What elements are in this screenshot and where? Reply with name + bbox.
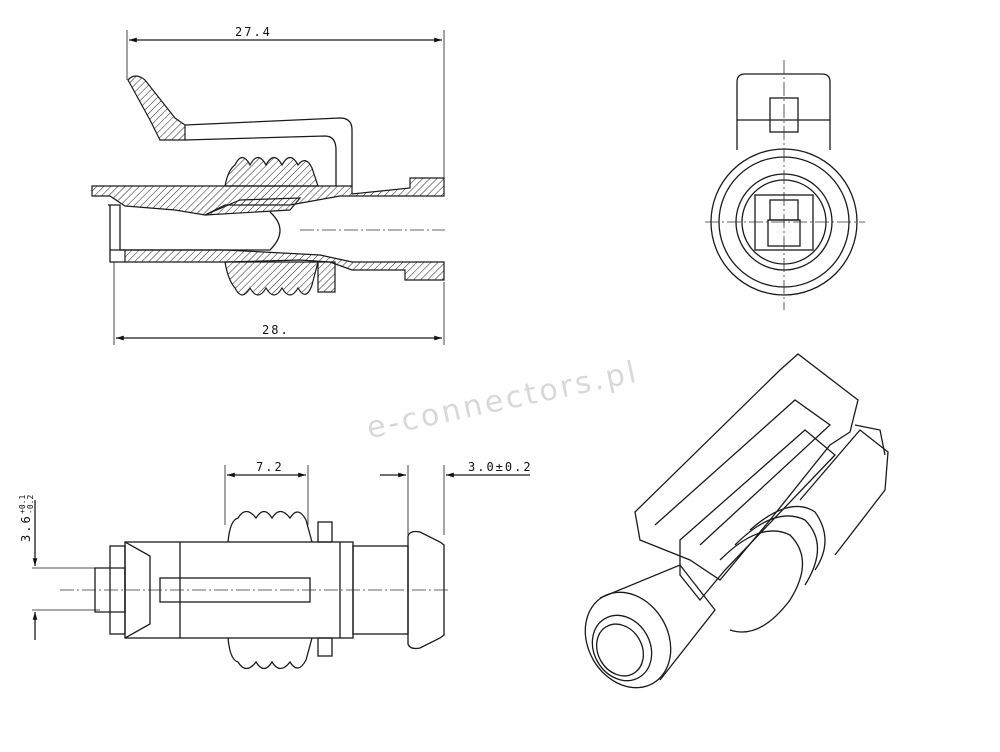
dimension-3-6-tol-minus: -0.2 bbox=[26, 495, 35, 514]
dimension-3-6-tol-plus: +0.1 bbox=[18, 495, 27, 514]
dimension-7-2: 7.2 bbox=[256, 460, 284, 474]
dimension-28: 28. bbox=[262, 323, 290, 337]
dimension-3-6: 3.6 bbox=[19, 514, 33, 542]
watermark: e-connectors.pl bbox=[364, 354, 642, 446]
side-section-view: 27.4 28. bbox=[91, 25, 445, 345]
isometric-view bbox=[584, 353, 889, 689]
side-view: 7.2 3.0±0.2 3.6 +0.1 -0.2 bbox=[18, 460, 533, 670]
dimension-27-4: 27.4 bbox=[235, 25, 272, 39]
dimension-3-0: 3.0±0.2 bbox=[468, 460, 533, 474]
front-view bbox=[705, 60, 865, 310]
